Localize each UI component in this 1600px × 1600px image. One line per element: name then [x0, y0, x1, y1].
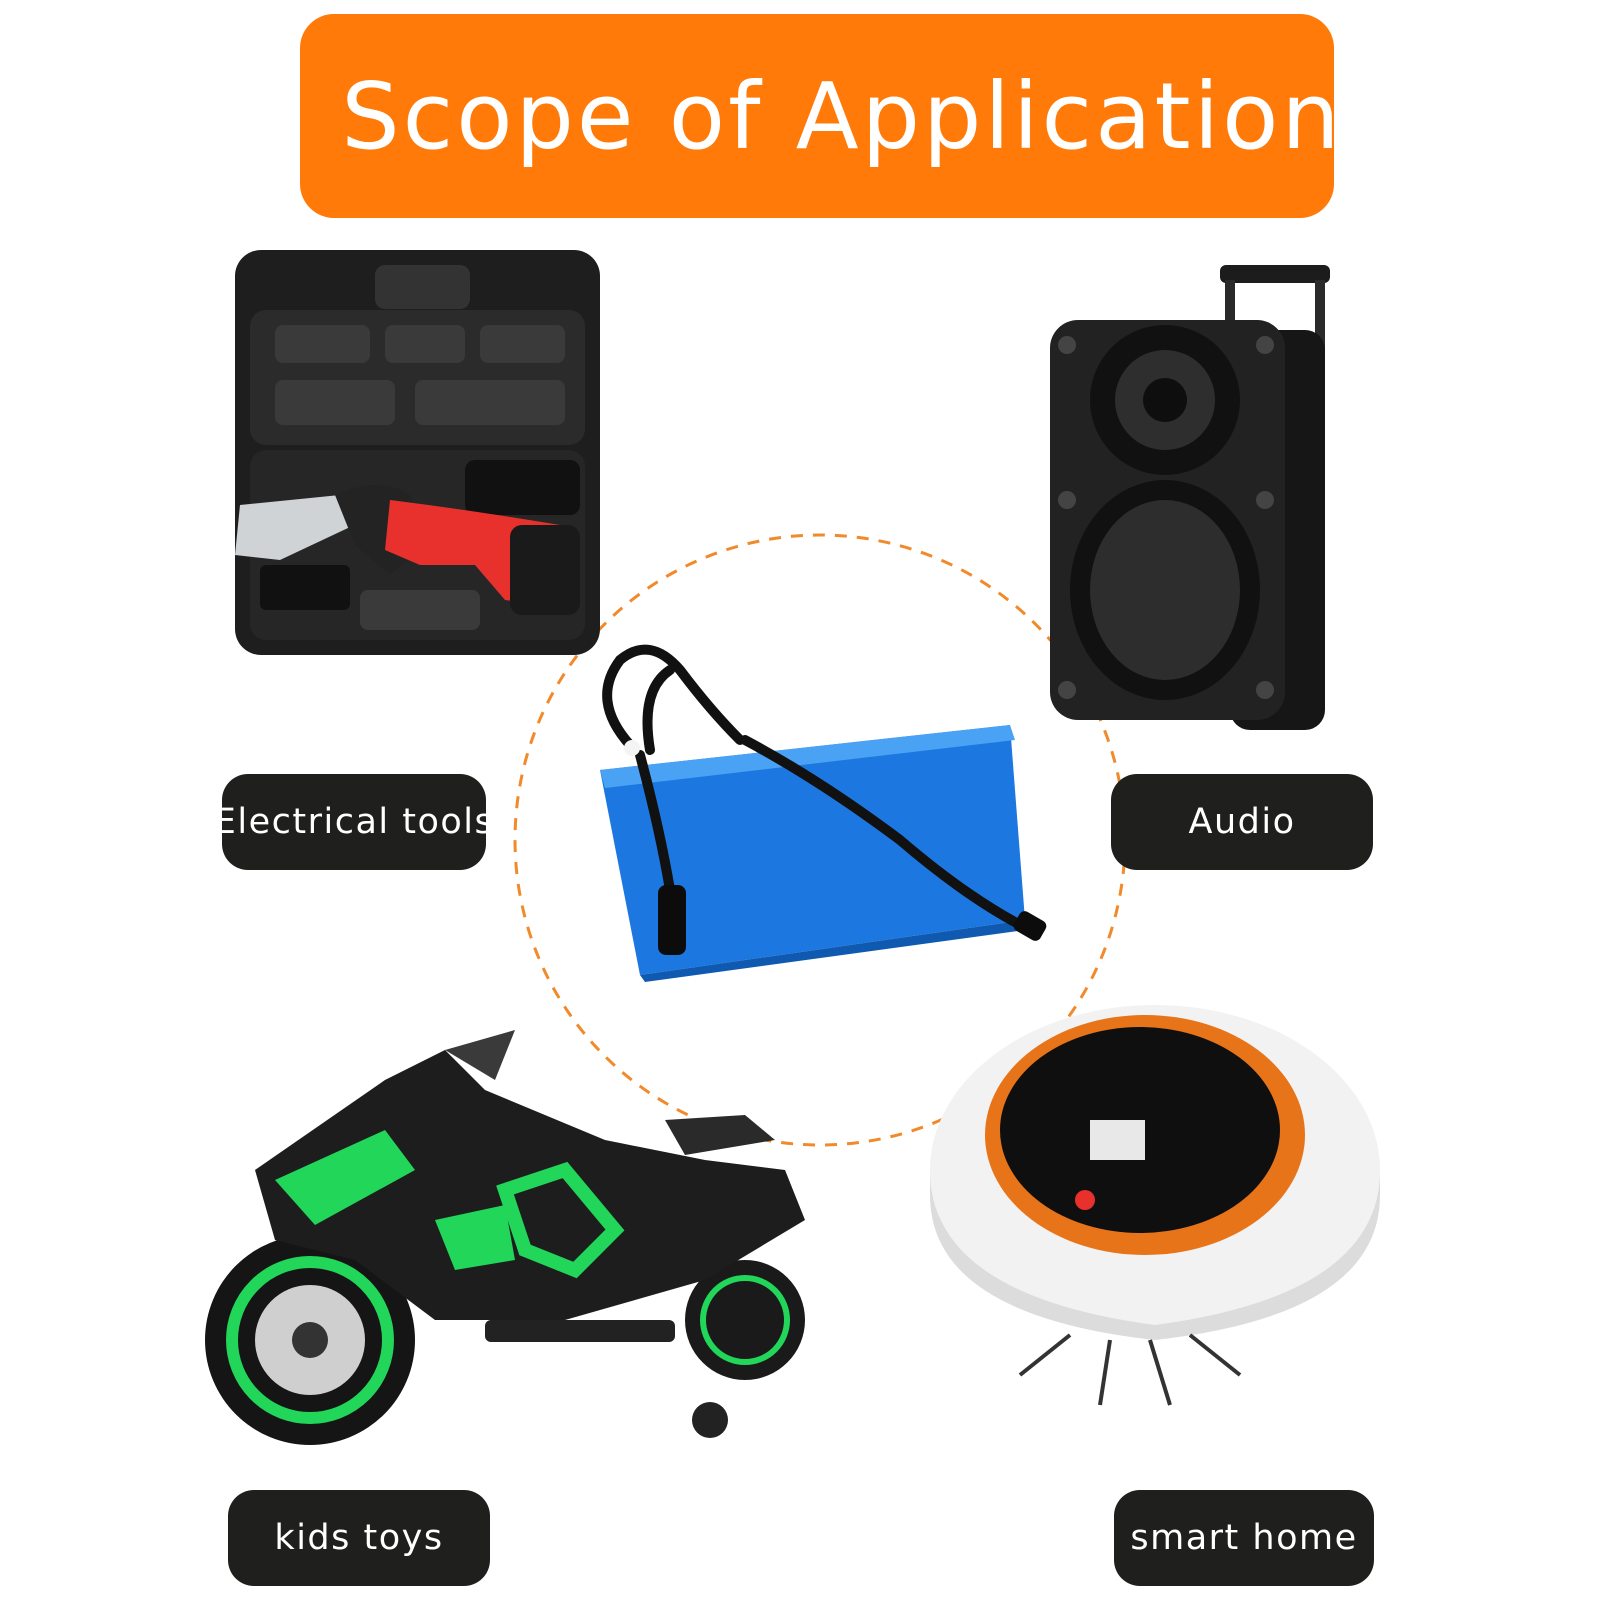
label-audio: Audio [1111, 774, 1373, 870]
label-electrical-tools-text: Electrical tools [213, 802, 495, 842]
speaker-image [1050, 265, 1330, 730]
kids-motorcycle-image [205, 1030, 805, 1445]
label-kids-toys: kids toys [228, 1490, 490, 1586]
title-banner: Scope of Application [300, 14, 1340, 218]
label-kids-toys-text: kids toys [274, 1518, 444, 1558]
label-smart-home: smart home [1114, 1490, 1374, 1586]
label-smart-home-text: smart home [1130, 1518, 1358, 1558]
tool-case-image [235, 250, 600, 655]
banner-title: Scope of Application [341, 62, 1343, 170]
battery-pack-image [600, 644, 1047, 982]
label-audio-text: Audio [1188, 802, 1296, 842]
robot-vacuum-image [930, 1005, 1380, 1406]
label-electrical-tools: Electrical tools [214, 774, 493, 870]
